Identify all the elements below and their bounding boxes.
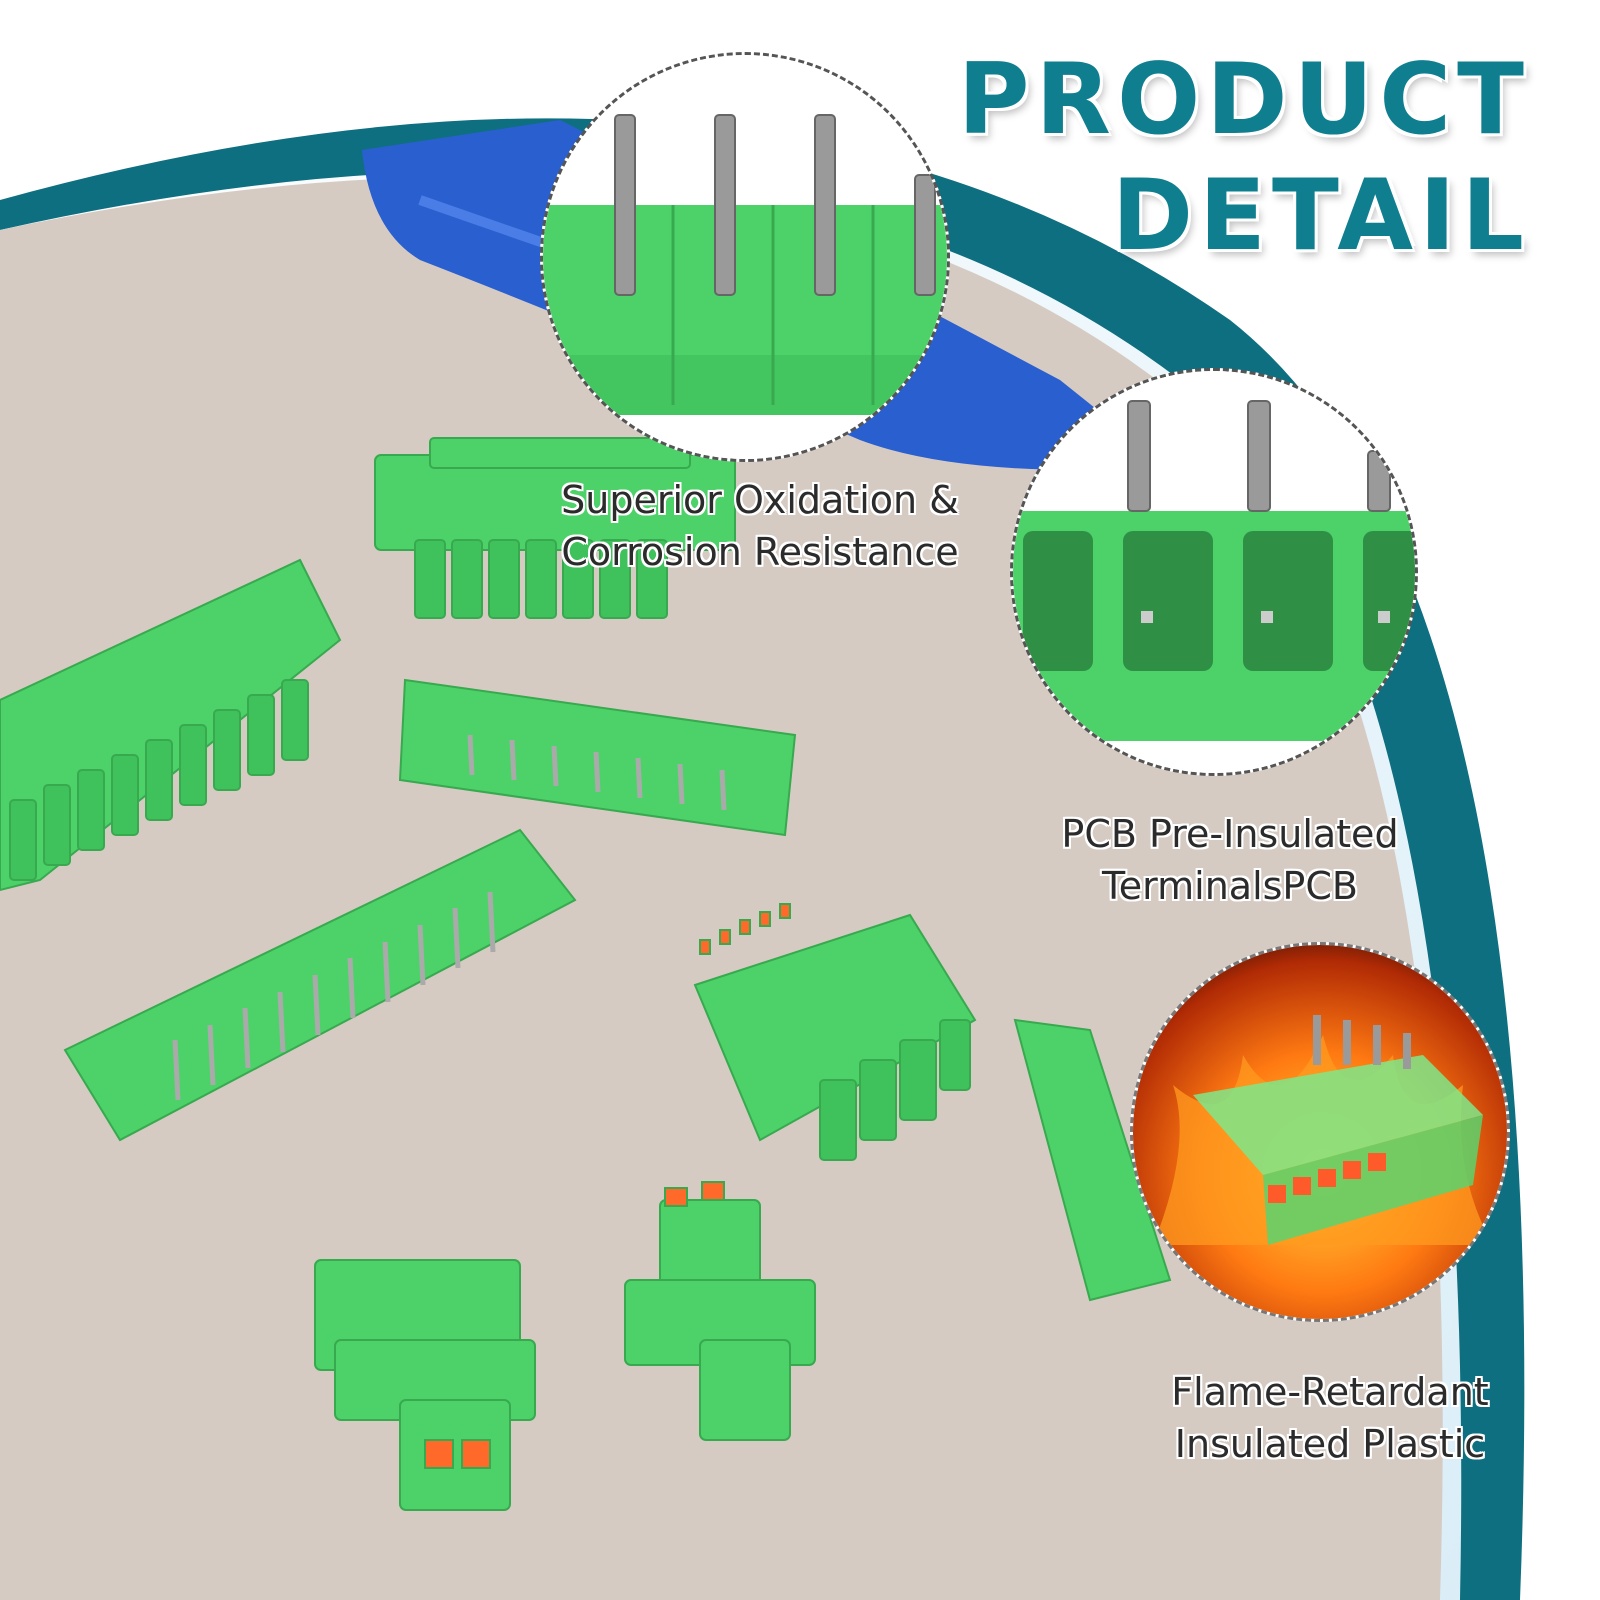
feature-caption-pcb: PCB Pre-Insulated TerminalsPCB xyxy=(1010,808,1450,912)
zoom-pin-detail xyxy=(540,52,950,462)
feature-caption-line: Superior Oxidation & xyxy=(561,478,959,522)
feature-caption-line: PCB Pre-Insulated xyxy=(1061,812,1399,856)
feature-caption-line: Flame-Retardant xyxy=(1171,1370,1489,1414)
feature-caption-line: TerminalsPCB xyxy=(1102,864,1358,908)
title-line-2: DETAIL xyxy=(1111,159,1530,273)
zoom-terminal-detail xyxy=(1010,368,1418,776)
page-title: PRODUCT DETAIL xyxy=(830,42,1530,274)
connector-10pin-plug xyxy=(0,558,342,892)
feature-caption-line: Insulated Plastic xyxy=(1174,1422,1486,1466)
feature-caption-oxidation: Superior Oxidation & Corrosion Resistanc… xyxy=(520,474,1000,578)
connector-2pin-a xyxy=(314,1259,536,1511)
feature-caption-line: Corrosion Resistance xyxy=(561,530,959,574)
connector-7pin-header xyxy=(398,678,797,837)
connector-2pin-b xyxy=(624,1181,816,1441)
zoom-flame-detail xyxy=(1130,942,1510,1322)
connector-5pin-plug xyxy=(693,903,977,1161)
title-line-1: PRODUCT xyxy=(957,43,1530,157)
feature-caption-flame: Flame-Retardant Insulated Plastic xyxy=(1120,1366,1540,1470)
connector-12pin-header xyxy=(63,828,577,1142)
